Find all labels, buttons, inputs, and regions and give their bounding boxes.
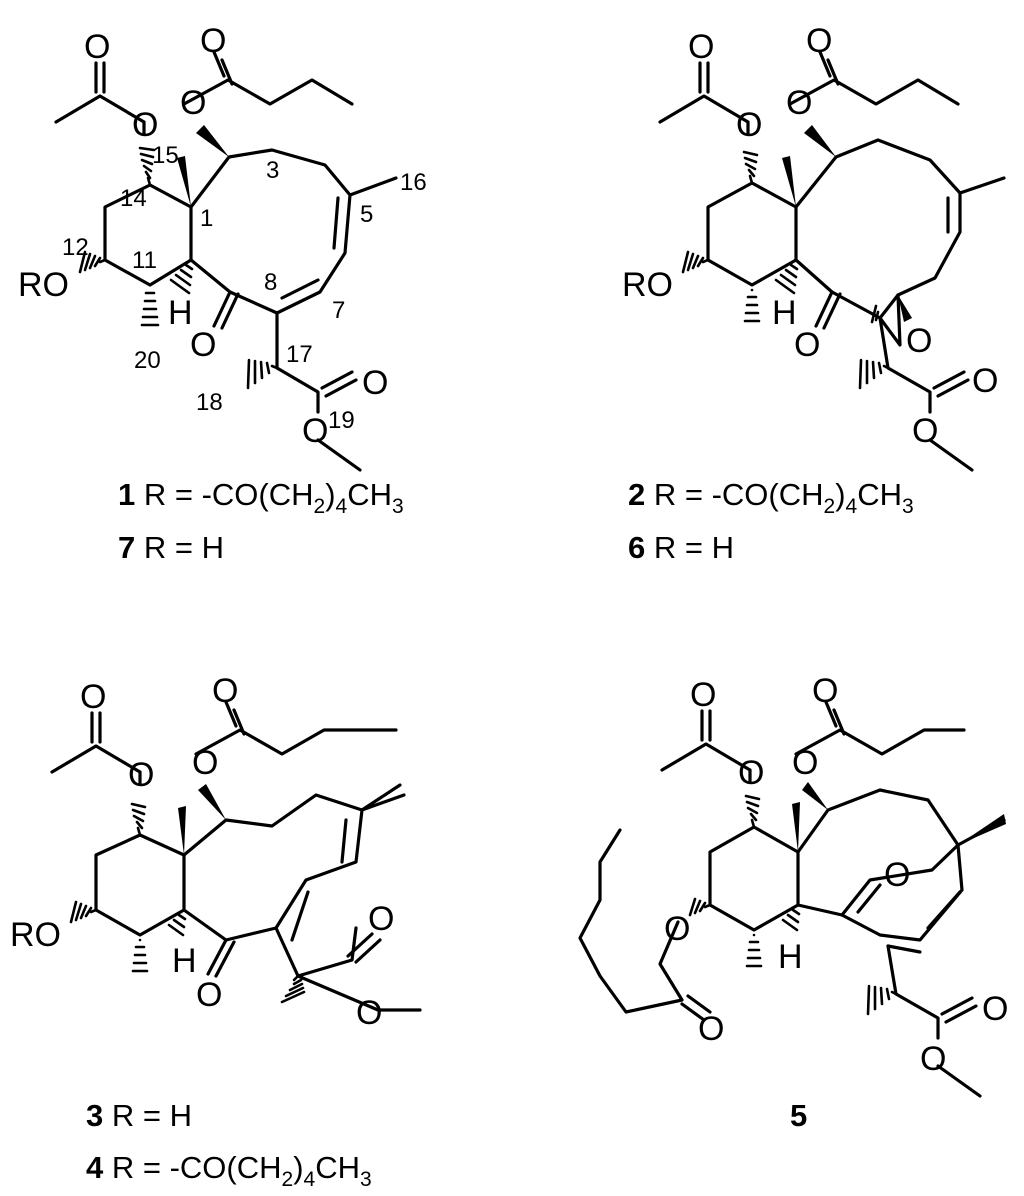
locant-label: 8 xyxy=(264,269,277,296)
compound-caption-line: 6 R = H xyxy=(628,530,734,565)
atom-label: O xyxy=(690,676,716,714)
atom-label: O xyxy=(368,900,394,938)
compound-caption-line: 2 R = -CO(CH2)4CH3 xyxy=(628,477,914,518)
locant-label: 18 xyxy=(196,389,223,416)
atom-label: O xyxy=(192,744,218,782)
locant-label: 19 xyxy=(328,407,355,434)
atom-label: O xyxy=(688,28,714,66)
locant-label: 5 xyxy=(360,201,373,228)
locant-label: 1 xyxy=(200,205,213,232)
atom-label: O xyxy=(972,362,998,400)
compound-caption-line: 5 xyxy=(790,1098,807,1133)
atom-label: H xyxy=(772,294,797,332)
atom-label: O xyxy=(806,22,832,60)
locant-label: 20 xyxy=(134,347,161,374)
atom-label: O xyxy=(200,22,226,60)
atom-label: O xyxy=(920,1040,946,1078)
atom-label: O xyxy=(180,84,206,122)
structure-compound-3: O O O O RO H O O O xyxy=(10,672,422,1032)
structure-compound-5: O O O O O O H O O O xyxy=(578,672,1008,1098)
atom-label: RO xyxy=(10,916,61,954)
atom-label: RO xyxy=(18,266,69,304)
atom-label: O xyxy=(356,994,382,1032)
atom-label: O xyxy=(794,326,820,364)
compound-caption-line: 1 R = -CO(CH2)4CH3 xyxy=(118,477,404,518)
atom-label: O xyxy=(912,412,938,450)
locant-label: 16 xyxy=(400,169,427,196)
compound-caption-line: 3 R = H xyxy=(86,1098,192,1133)
locant-label: 14 xyxy=(120,185,147,212)
atom-label: O xyxy=(738,754,764,792)
structure-compound-2: O O O O RO H O O O O xyxy=(622,22,1006,472)
locant-label: 3 xyxy=(266,157,279,184)
atom-label: O xyxy=(884,856,910,894)
structure-compound-1: O O O O RO H O O O 15 3 14 1 16 5 12 11 … xyxy=(18,22,427,472)
atom-label: O xyxy=(664,910,690,948)
atom-label: O xyxy=(132,106,158,144)
atom-label: H xyxy=(778,938,803,976)
atom-label: H xyxy=(172,942,197,980)
atom-label: O xyxy=(736,106,762,144)
atom-label: O xyxy=(80,678,106,716)
atom-label: O xyxy=(302,412,328,450)
atom-label: RO xyxy=(622,266,673,304)
atom-label: O xyxy=(786,84,812,122)
atom-label: H xyxy=(168,294,193,332)
locant-label: 15 xyxy=(152,142,179,169)
atom-label: O xyxy=(212,672,238,710)
atom-label: O xyxy=(792,744,818,782)
locant-label: 17 xyxy=(286,341,313,368)
compound-caption-line: 7 R = H xyxy=(118,530,224,565)
atom-label: O xyxy=(190,326,216,364)
atom-label: O xyxy=(362,364,388,402)
atom-label: O xyxy=(128,756,154,794)
atom-label: O xyxy=(906,322,932,360)
locant-label: 11 xyxy=(132,247,157,274)
locant-label: 12 xyxy=(62,234,89,261)
atom-label: O xyxy=(196,976,222,1014)
atom-label: O xyxy=(698,1010,724,1048)
compound-caption-line: 4 R = -CO(CH2)4CH3 xyxy=(86,1150,372,1191)
locant-label: 7 xyxy=(332,297,345,324)
atom-label: O xyxy=(982,990,1008,1028)
atom-label: O xyxy=(84,28,110,66)
atom-label: O xyxy=(812,672,838,710)
